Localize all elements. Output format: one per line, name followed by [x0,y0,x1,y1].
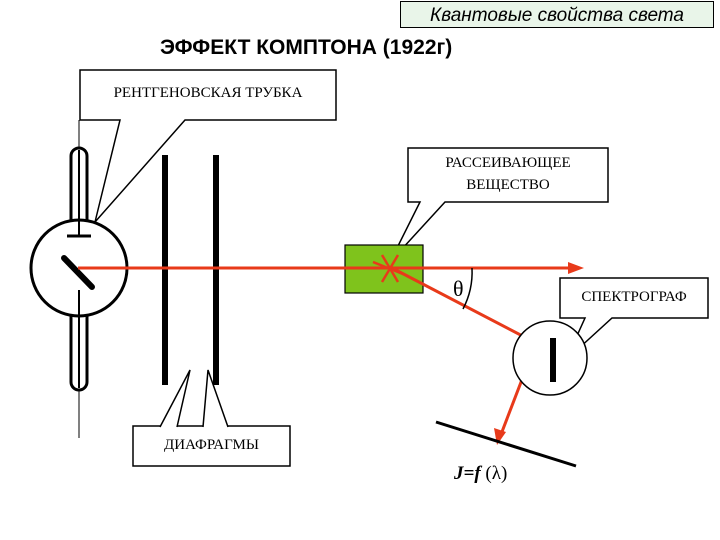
spectrograph-callout [559,277,709,361]
diaphragms-callout [132,425,291,467]
spectrograph-crystal [550,338,556,382]
topic-header: Квантовые свойства света [400,1,714,28]
angle-arc [462,267,473,310]
diagram-title: ЭФФЕКТ КОМПТОНА (1922г) [160,36,453,59]
detector-plate [435,420,577,468]
primary-beam-arrow [568,262,584,274]
diaphragm-right [213,155,219,385]
scatterer-label-line2: ВЕЩЕСТВО [466,177,550,193]
xray-tube-label: РЕНТГЕНОВСКАЯ ТРУБКА [113,85,303,101]
diaphragms-label: ДИАФРАГМЫ [164,437,259,453]
diaphragm-left [162,155,168,385]
angle-label: θ [453,276,464,301]
scatterer-callout [389,147,609,263]
spectrograph-label: СПЕКТРОГРАФ [581,289,687,305]
scatterer-label-line1: РАССЕИВАЮЩЕЕ [445,155,571,171]
xray-tube-callout [79,69,337,223]
intensity-formula: J=f (λ) [453,463,507,484]
